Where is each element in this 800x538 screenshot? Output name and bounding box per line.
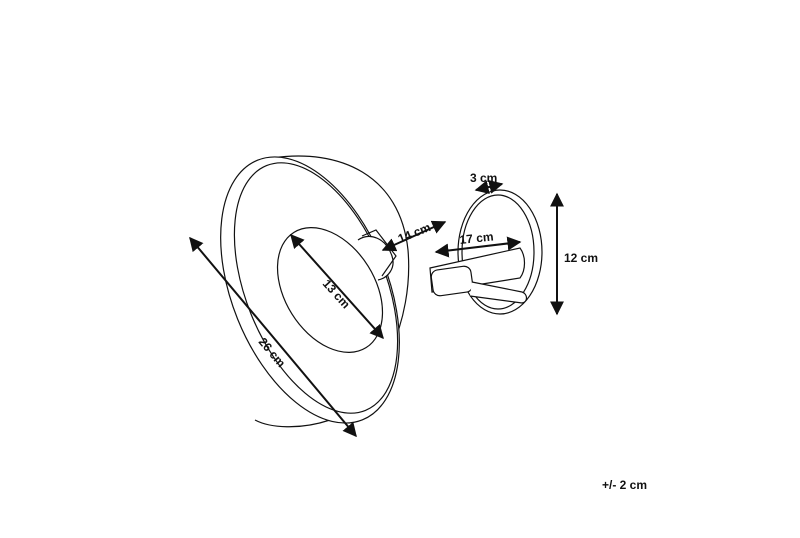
arrow-26cm <box>189 236 357 438</box>
label-17cm: 17 cm <box>459 230 494 247</box>
label-12cm: 12 cm <box>564 251 598 265</box>
arrow-13cm <box>290 233 384 340</box>
arrow-3cm <box>474 180 504 194</box>
arm-pin <box>469 281 528 304</box>
knob <box>430 265 474 297</box>
dimension-lines <box>189 180 564 438</box>
arrow-14cm <box>381 220 447 252</box>
arrow-17cm <box>434 236 522 258</box>
label-3cm: 3 cm <box>470 171 497 185</box>
tolerance-note: +/- 2 cm <box>602 478 648 492</box>
